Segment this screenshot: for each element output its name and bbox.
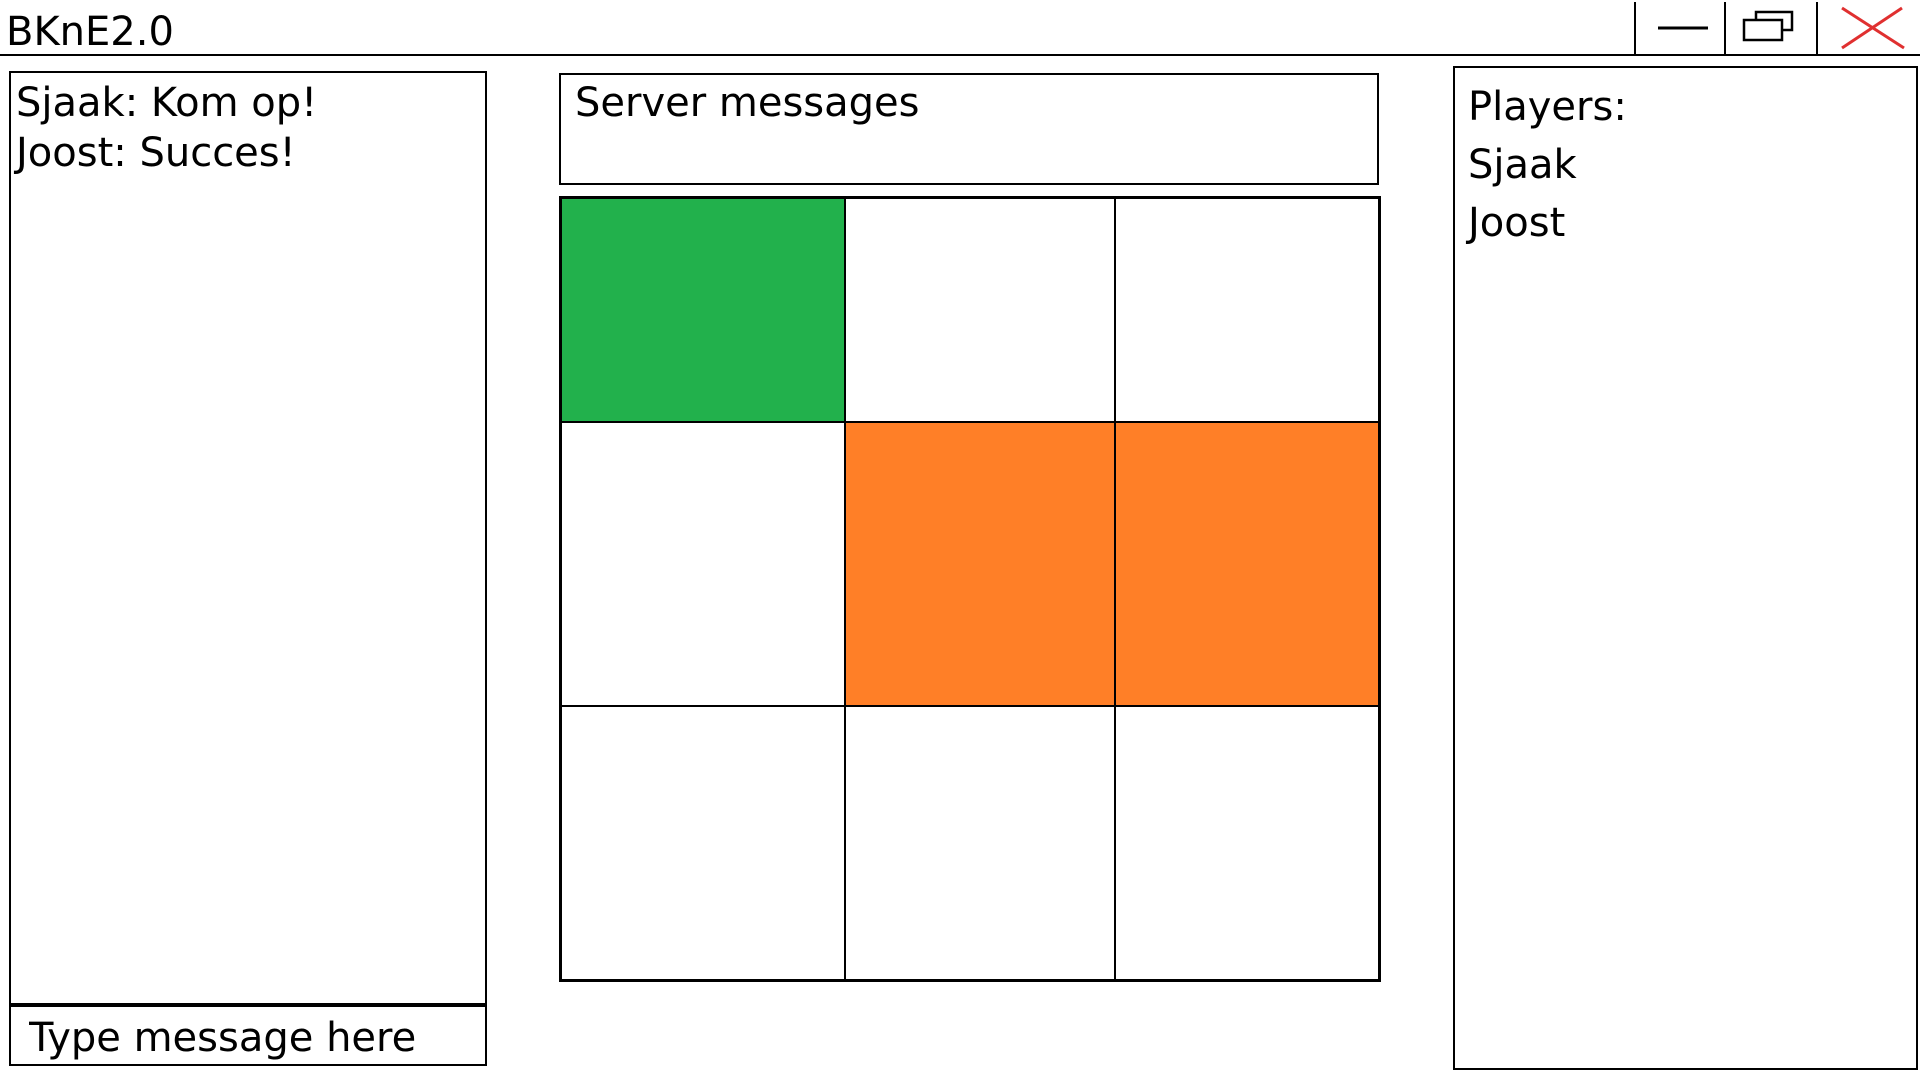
chat-message: Joost: Succes!: [16, 130, 296, 176]
chat-message: Sjaak: Kom op!: [16, 80, 318, 126]
server-messages-panel: [559, 73, 1379, 185]
restore-button[interactable]: [1736, 2, 1812, 52]
board-cell[interactable]: [845, 422, 1115, 706]
board-cell[interactable]: [1115, 706, 1379, 980]
board-cell[interactable]: [1115, 198, 1379, 422]
players-list: Players: Sjaak Joost: [1468, 78, 1627, 252]
close-icon: [1841, 6, 1905, 50]
board-cell[interactable]: [561, 706, 845, 980]
players-title: Players:: [1468, 84, 1627, 130]
game-board: [559, 196, 1381, 982]
restore-icon: [1742, 10, 1794, 42]
titlebar-separator: [1724, 2, 1726, 54]
titlebar-separator: [1634, 2, 1636, 54]
chat-messages: Sjaak: Kom op! Joost: Succes!: [16, 78, 317, 178]
board-cell[interactable]: [561, 422, 845, 706]
board-cell[interactable]: [845, 198, 1115, 422]
player-item: Joost: [1468, 200, 1566, 246]
titlebar-divider: [0, 54, 1920, 56]
minimize-button[interactable]: [1650, 2, 1720, 52]
window-title: BKnE2.0: [6, 9, 174, 55]
minimize-icon: [1658, 26, 1708, 30]
titlebar-separator: [1816, 2, 1818, 54]
board-cell[interactable]: [561, 198, 845, 422]
close-button[interactable]: [1830, 2, 1916, 52]
board-cell[interactable]: [845, 706, 1115, 980]
board-cell[interactable]: [1115, 422, 1379, 706]
server-messages-title: Server messages: [575, 80, 920, 126]
chat-message-input[interactable]: [9, 1003, 487, 1066]
player-item: Sjaak: [1468, 142, 1577, 188]
chat-panel: [9, 71, 487, 1005]
players-panel: [1453, 66, 1918, 1070]
